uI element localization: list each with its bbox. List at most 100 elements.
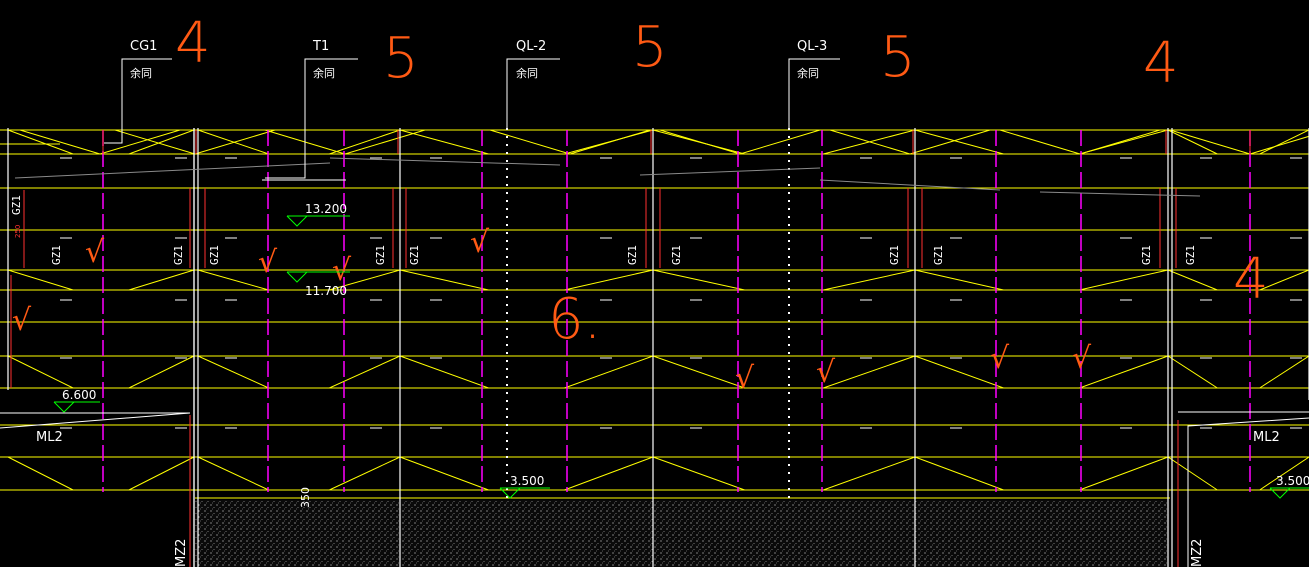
truss-diagonal xyxy=(652,269,745,291)
truss-diagonal xyxy=(1079,269,1169,291)
truss-diagonal xyxy=(914,269,1004,291)
elevation-3500-right: 3.500 xyxy=(1276,474,1309,488)
rebar-lines xyxy=(102,130,1251,492)
truss-diagonal xyxy=(914,456,1004,491)
handwritten-count-t1: 5 xyxy=(383,26,419,91)
truss-diagonal xyxy=(739,129,821,155)
check-mark: √ xyxy=(85,235,105,270)
truss-diagonal xyxy=(1259,456,1309,491)
elevation-3500-middle: 3.500 xyxy=(510,474,544,488)
truss-diagonal xyxy=(344,129,426,155)
check-mark: √ xyxy=(470,225,490,260)
truss-diagonal xyxy=(329,355,401,389)
truss-diagonal xyxy=(99,129,181,155)
callout-ql3: QL-3 xyxy=(797,39,827,54)
dotted-columns xyxy=(506,128,790,500)
truss-diagonal xyxy=(569,129,651,155)
ground-hatch xyxy=(195,500,1170,567)
gz1-label: GZ1 xyxy=(626,245,639,265)
beam-dashes xyxy=(60,157,1302,429)
dim-350: 350 xyxy=(299,487,312,508)
truss-diagonal xyxy=(564,456,654,491)
truss-diagonal xyxy=(659,129,741,155)
truss-diagonal xyxy=(823,456,916,491)
gz1-label: GZ1 xyxy=(374,245,387,265)
handwritten-count-ql2: 5 xyxy=(632,15,668,80)
truss-diagonal xyxy=(19,129,101,155)
check-mark: √ xyxy=(816,355,836,390)
gz1-label: GZ1 xyxy=(670,245,683,265)
truss-diagonal xyxy=(7,129,74,155)
truss-diagonal xyxy=(329,456,401,491)
check-mark: √ xyxy=(258,245,278,280)
skew-lines xyxy=(14,157,1201,197)
handwritten-count-cg1: 4 xyxy=(175,11,211,76)
label-mz2-right: MZ2 xyxy=(1190,539,1205,567)
truss-diagonal xyxy=(399,129,489,155)
callout-leaders xyxy=(104,58,840,181)
check-mark: √ xyxy=(12,303,32,338)
truss-diagonal xyxy=(564,269,654,291)
truss-diagonal xyxy=(197,269,269,291)
truss-diagonal xyxy=(194,129,276,155)
truss-diagonal xyxy=(823,355,916,389)
truss-diagonal xyxy=(114,129,196,155)
truss-diagonal xyxy=(1259,129,1309,155)
truss-diagonal xyxy=(1259,269,1309,291)
truss-diagonal xyxy=(399,355,489,389)
gz1-label: GZ1 xyxy=(1140,245,1153,265)
truss-diagonal xyxy=(329,269,401,291)
truss-diagonal xyxy=(1249,135,1309,155)
dim-250: 250 xyxy=(14,225,22,238)
red-column-lines xyxy=(10,130,1251,388)
wall-lines xyxy=(7,128,1309,567)
check-marks: √ √ √ √ √ √ √ √ √ xyxy=(12,225,1092,396)
truss-diagonal xyxy=(652,355,745,389)
truss-diagonal xyxy=(914,129,1004,155)
truss-diagonal xyxy=(399,269,489,291)
handwritten-four-right: 4 xyxy=(1233,247,1269,312)
handwritten-count-ql3: 5 xyxy=(880,25,916,90)
label-ml2-left: ML2 xyxy=(36,430,63,445)
check-mark: √ xyxy=(735,361,755,396)
callout-ql2-sub: 余同 xyxy=(516,66,538,80)
gz1-label: GZ1 xyxy=(208,245,221,265)
truss-diagonal xyxy=(1259,355,1309,389)
truss-diagonal xyxy=(197,456,269,491)
truss-diagonal xyxy=(1167,269,1218,291)
truss-diagonal xyxy=(1169,129,1251,155)
elevation-6600: 6.600 xyxy=(62,388,96,402)
callout-cg1-sub: 余同 xyxy=(130,66,152,80)
gz1-label: GZ1 xyxy=(888,245,901,265)
truss-diagonal xyxy=(7,269,74,291)
truss-diagonal xyxy=(564,355,654,389)
check-mark: √ xyxy=(990,341,1010,376)
truss-diagonal xyxy=(7,456,74,491)
truss-diagonal xyxy=(914,355,1004,389)
truss-diagonal xyxy=(197,355,269,389)
elevation-11700: 11.700 xyxy=(305,284,347,298)
truss-diagonal xyxy=(1079,129,1161,155)
check-mark: √ xyxy=(1072,341,1092,376)
base-walls xyxy=(189,415,1179,567)
truss-diagonal xyxy=(823,269,916,291)
truss-diagonal xyxy=(652,456,745,491)
callout-ql3-sub: 余同 xyxy=(797,66,819,80)
check-mark: √ xyxy=(332,253,352,288)
truss-diagonal xyxy=(7,355,74,389)
gz1-label: GZ1 xyxy=(172,245,185,265)
handwritten-six: 6. xyxy=(548,287,601,352)
truss-diagonal xyxy=(999,129,1081,155)
truss-diagonal xyxy=(909,129,991,155)
handwritten-count-right: 4 xyxy=(1143,31,1179,96)
truss-diagonal xyxy=(1167,355,1218,389)
callout-cg1: CG1 xyxy=(130,39,157,54)
truss-diagonal xyxy=(128,355,195,389)
label-mz2-left: MZ2 xyxy=(174,539,189,567)
callout-ql2: QL-2 xyxy=(516,39,546,54)
truss-diagonal xyxy=(1079,355,1169,389)
truss-diagonal xyxy=(329,129,401,155)
callout-t1: T1 xyxy=(312,39,329,54)
